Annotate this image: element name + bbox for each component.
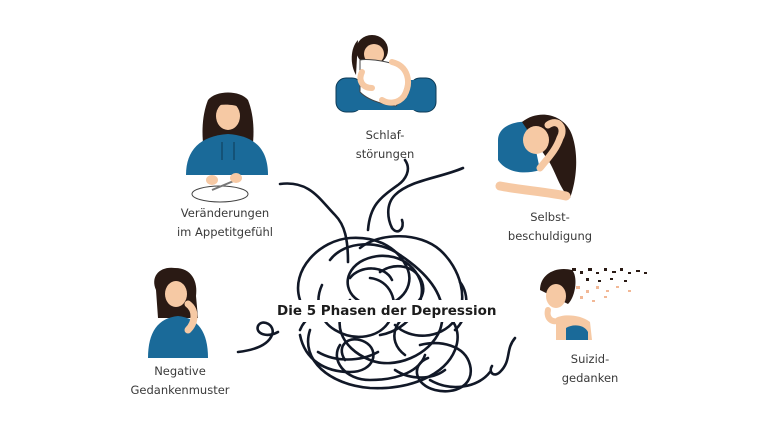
phase-label-suicidal: Suizid- gedanken xyxy=(545,350,635,388)
phase-label-negative: Negative Gedankenmuster xyxy=(125,362,235,400)
woman-hugging-pillow-icon xyxy=(335,35,437,113)
phase-label-appetite: Veränderungen im Appetitgefühl xyxy=(160,204,290,242)
woman-resting-chin-icon xyxy=(148,267,208,358)
phase-label-self-blame: Selbst- beschuldigung xyxy=(495,208,605,246)
label-line: beschuldigung xyxy=(507,229,593,243)
particle-fragments xyxy=(572,268,647,282)
diagram-title: Die 5 Phasen der Depression xyxy=(277,300,497,322)
label-line: gedanken xyxy=(561,371,619,385)
label-line: Selbst- xyxy=(530,210,570,224)
woman-holding-head-icon xyxy=(495,114,577,201)
label-line: im Appetitgefühl xyxy=(176,225,273,239)
label-line: Veränderungen xyxy=(180,206,270,220)
phase-label-sleep: Schlaf- störungen xyxy=(340,126,430,164)
label-line: Gedankenmuster xyxy=(130,383,230,397)
woman-disintegrating-icon xyxy=(540,268,647,340)
tangled-string-icon xyxy=(236,158,517,393)
label-line: Negative xyxy=(154,364,206,378)
label-line: Schlaf- xyxy=(365,128,405,142)
woman-with-fork-and-plate-icon xyxy=(186,92,268,203)
label-line: Suizid- xyxy=(570,352,610,366)
label-line: störungen xyxy=(355,147,415,161)
